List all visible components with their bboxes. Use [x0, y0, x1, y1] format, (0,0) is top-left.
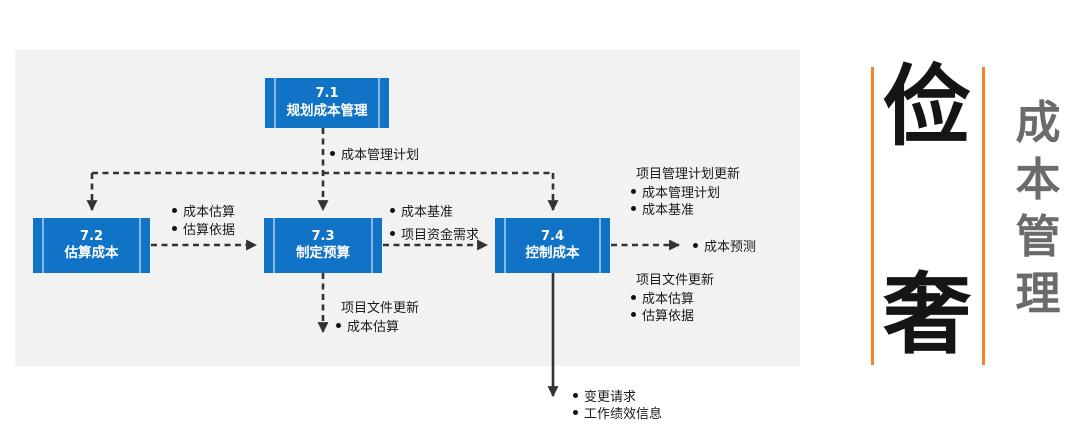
banner-char-she: 奢: [882, 263, 971, 366]
label-group-header: 项目文件更新: [341, 301, 420, 316]
bullet-item: 项目资金需求: [390, 222, 479, 245]
bullet-item: 估算依据: [631, 306, 714, 324]
box-id: 7.1: [315, 86, 339, 102]
vertical-title-char: 本: [1015, 153, 1061, 206]
label-group-estimate-outputs: 成本估算 估算依据: [172, 201, 236, 238]
label-text: 成本基准: [401, 205, 454, 220]
vertical-title-char: 管: [1015, 210, 1061, 263]
label-text: 成本估算: [183, 204, 236, 220]
label-text: 成本估算: [642, 292, 695, 307]
box-name: 估算成本: [64, 245, 119, 262]
bullet-icon: [172, 225, 177, 231]
bullet-icon: [631, 312, 636, 317]
label-group-header: 项目管理计划更新: [636, 167, 741, 182]
label-text: 工作绩效信息: [584, 407, 663, 422]
bullet-item: 成本预测: [693, 237, 757, 255]
bullet-item: 成本管理计划: [330, 145, 420, 163]
label-group-forecast-output: 成本预测: [693, 237, 757, 255]
label-text: 项目资金需求: [401, 228, 480, 243]
label-text: 变更请求: [584, 390, 637, 405]
accent-line-left: [871, 67, 874, 365]
box-name: 规划成本管理: [286, 102, 368, 119]
process-box-7-4: 7.4 控制成本: [495, 218, 610, 273]
bullet-icon: [631, 206, 636, 211]
label-text: 成本预测: [704, 240, 757, 255]
label-text: 成本管理计划: [642, 186, 721, 201]
process-box-7-1: 7.1 规划成本管理: [265, 78, 389, 128]
box-name: 控制成本: [525, 245, 580, 262]
vertical-title-char: 理: [1015, 267, 1061, 320]
label-text: 成本基准: [642, 203, 695, 218]
bullet-icon: [631, 295, 636, 300]
label-group-budget-outputs: 成本基准 项目资金需求: [390, 199, 479, 245]
bullet-icon: [172, 207, 177, 213]
banner-char-jian: 俭: [882, 55, 971, 158]
accent-line-right: [982, 67, 985, 365]
bullet-icon: [336, 323, 341, 328]
label-group-header: 项目文件更新: [636, 273, 715, 288]
bullet-icon: [390, 231, 395, 236]
vertical-title-cost-management: 成 本 管 理: [1008, 100, 1068, 316]
bullet-icon: [631, 189, 636, 194]
vertical-title-char: 成: [1015, 96, 1061, 149]
bullet-item: 成本基准: [631, 200, 740, 218]
bullet-item: 成本管理计划: [631, 183, 740, 201]
bullet-item: 成本基准: [390, 199, 479, 222]
box-name: 制定预算: [296, 245, 350, 262]
box-id: 7.4: [540, 228, 565, 244]
label-text: 估算依据: [183, 222, 236, 238]
label-text: 成本估算: [347, 320, 400, 335]
box-id: 7.2: [79, 228, 104, 244]
bullet-item: 成本估算: [172, 201, 236, 220]
bullet-item: 变更请求: [573, 387, 662, 405]
label-group-plan-output: 成本管理计划: [330, 145, 420, 163]
bullet-icon: [390, 208, 395, 213]
process-box-7-3: 7.3 制定预算: [264, 218, 382, 273]
process-box-7-2: 7.2 估算成本: [33, 218, 150, 273]
bullet-item: 成本估算: [336, 317, 419, 335]
label-group-doc-updates-mid: 项目文件更新 成本估算: [336, 300, 420, 335]
bullet-item: 成本估算: [631, 289, 714, 307]
label-group-doc-updates-right: 项目文件更新 成本估算 估算依据: [631, 272, 715, 324]
label-group-pmp-updates: 项目管理计划更新 成本管理计划 成本基准: [631, 166, 741, 218]
bullet-item: 工作绩效信息: [573, 404, 663, 422]
label-group-control-outputs: 变更请求 工作绩效信息: [573, 387, 663, 422]
bullet-icon: [693, 243, 698, 248]
bullet-icon: [330, 151, 335, 156]
box-id: 7.3: [311, 228, 335, 244]
bullet-item: 估算依据: [172, 219, 236, 238]
label-text: 成本管理计划: [341, 148, 420, 163]
diagram-background-panel: [15, 50, 800, 366]
bullet-icon: [573, 410, 578, 415]
label-text: 估算依据: [642, 309, 695, 324]
bullet-icon: [573, 393, 578, 398]
